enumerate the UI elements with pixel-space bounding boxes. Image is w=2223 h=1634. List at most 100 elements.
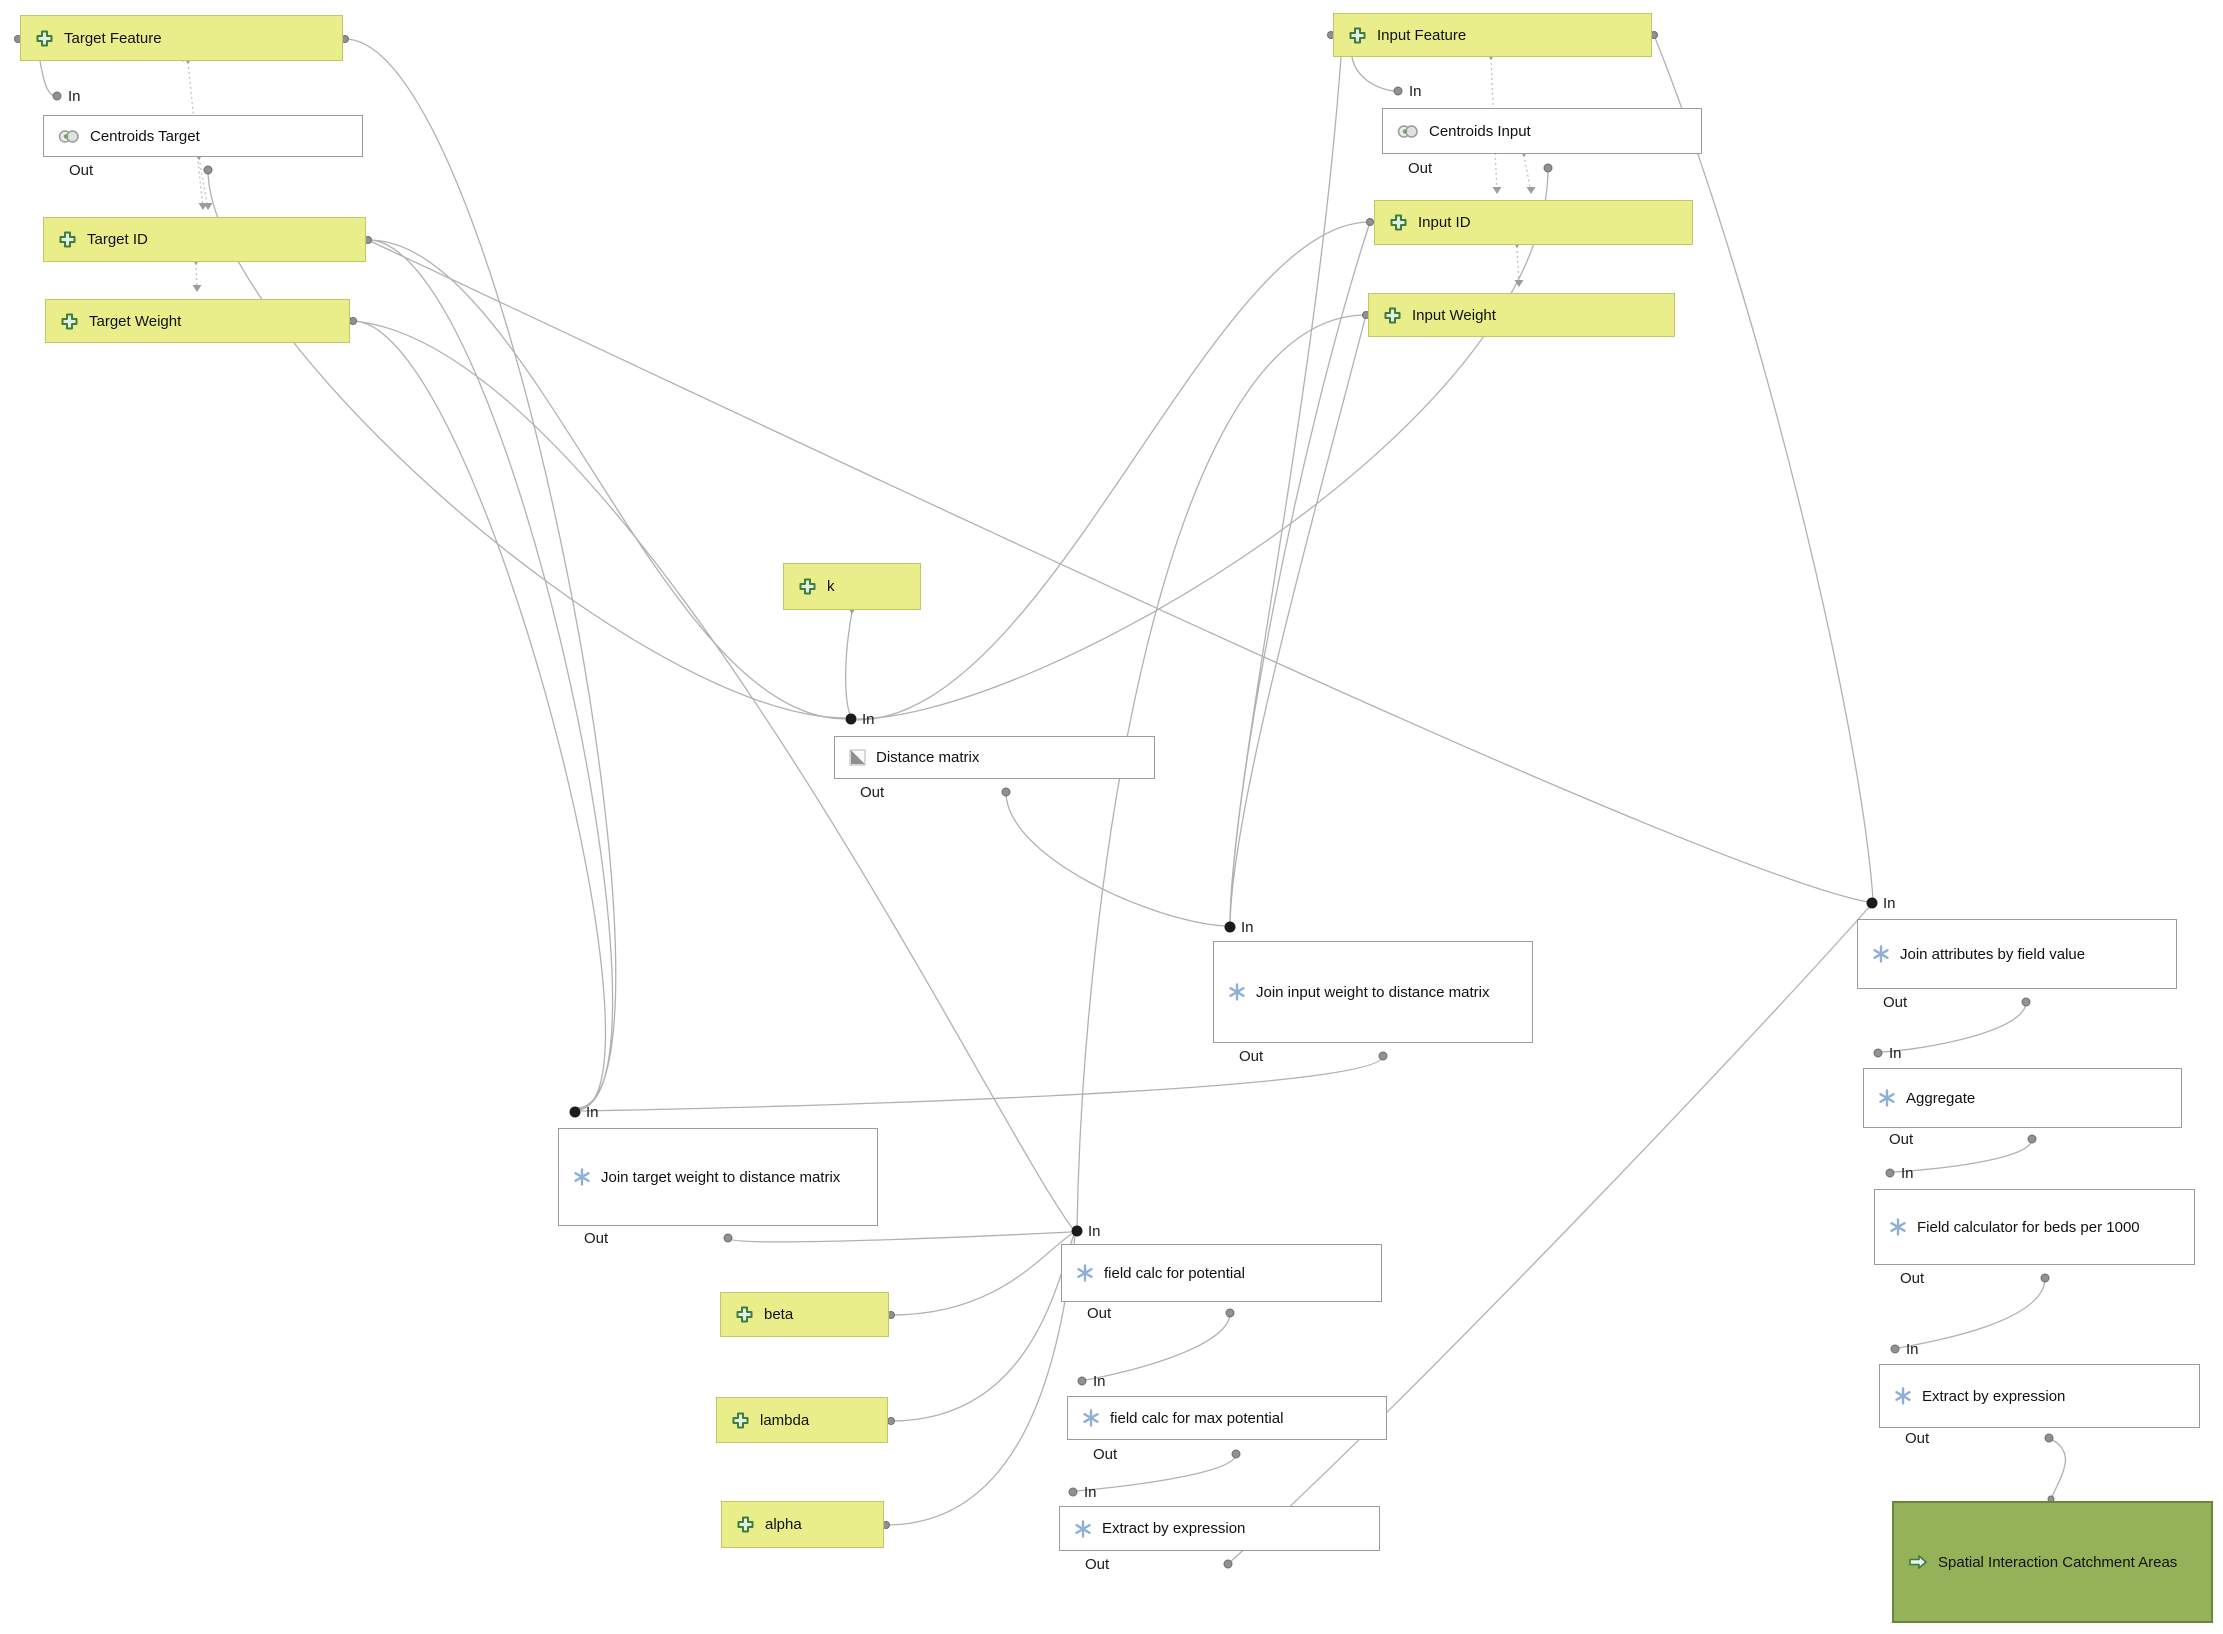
centroids_input-out-port[interactable] xyxy=(1543,163,1553,173)
algorithm-snowflake-icon xyxy=(1074,1519,1092,1538)
node-field_calc_beds[interactable]: Field calculator for beds per 1000 xyxy=(1874,1189,2195,1265)
algorithm-snowflake-icon xyxy=(1082,1409,1100,1427)
field_calc_beds-in-port[interactable] xyxy=(1885,1168,1895,1178)
edge-input_feature-centroids_input xyxy=(1351,56,1397,92)
node-k[interactable]: k xyxy=(783,563,921,610)
centroids_target-out-port[interactable] xyxy=(203,165,213,175)
field_calc_beds-in-label: In xyxy=(1901,1165,1914,1182)
node-centroids_input[interactable]: Centroids Input xyxy=(1382,108,1702,154)
target_weight-socket[interactable] xyxy=(349,317,357,325)
aggregate-in-label: In xyxy=(1889,1045,1902,1062)
node-extract_mid[interactable]: Extract by expression xyxy=(1059,1506,1380,1551)
node-label: Target Feature xyxy=(64,29,162,47)
parameter-plus-icon xyxy=(798,577,817,596)
parameter-plus-icon xyxy=(35,29,54,48)
parameter-plus-icon xyxy=(60,312,79,331)
node-target_feature[interactable]: Target Feature xyxy=(20,15,343,61)
join_attributes-in-label: In xyxy=(1883,895,1896,912)
centroids_input-in-label: In xyxy=(1409,83,1422,100)
distance_matrix-out-port[interactable] xyxy=(1001,787,1011,797)
node-centroids_target[interactable]: Centroids Target xyxy=(43,115,363,157)
extract_right-out-port[interactable] xyxy=(2044,1433,2054,1443)
node-field_calc_potential[interactable]: field calc for potential xyxy=(1061,1244,1382,1302)
output-arrow-icon xyxy=(1908,1554,1928,1570)
node-label: Input Weight xyxy=(1412,306,1496,324)
field_calc_potential-in-port[interactable] xyxy=(1071,1225,1083,1237)
edge-join_attributes-aggregate xyxy=(1880,1001,2027,1053)
join_attributes-out-label: Out xyxy=(1883,994,1908,1011)
join_input_weight-in-port[interactable] xyxy=(1224,921,1236,933)
centroids-icon xyxy=(58,129,80,144)
node-lambda[interactable]: lambda xyxy=(716,1397,888,1443)
edge-join_input_weight-join_target_weight xyxy=(580,1055,1384,1112)
centroids_target-out-label: Out xyxy=(69,162,94,179)
node-input_feature[interactable]: Input Feature xyxy=(1333,13,1652,57)
aggregate-in-port[interactable] xyxy=(1873,1048,1883,1058)
node-join_attributes[interactable]: Join attributes by field value xyxy=(1857,919,2177,989)
node-extract_right[interactable]: Extract by expression xyxy=(1879,1364,2200,1428)
aggregate-out-port[interactable] xyxy=(2027,1134,2037,1144)
aggregate-out-label: Out xyxy=(1889,1131,1914,1148)
node-label: Input ID xyxy=(1418,214,1471,231)
algorithm-snowflake-icon xyxy=(1872,945,1890,963)
node-distance_matrix[interactable]: Distance matrix xyxy=(834,736,1155,779)
edge-field_calc_potential-field_calc_max xyxy=(1084,1312,1231,1381)
parameter-plus-icon xyxy=(1348,26,1367,45)
node-output[interactable]: Spatial Interaction Catchment Areas xyxy=(1892,1501,2213,1623)
node-join_input_weight[interactable]: Join input weight to distance matrix xyxy=(1213,941,1533,1043)
field_calc_potential-out-port[interactable] xyxy=(1225,1308,1235,1318)
node-aggregate[interactable]: Aggregate xyxy=(1863,1068,2182,1128)
centroids-icon xyxy=(1397,124,1419,139)
input_id-socket[interactable] xyxy=(1366,218,1374,226)
extract_right-in-port[interactable] xyxy=(1890,1344,1900,1354)
join_input_weight-in-label: In xyxy=(1241,919,1254,936)
algorithm-snowflake-icon xyxy=(1228,983,1246,1001)
edge-target_id-join_target_weight xyxy=(367,239,614,1110)
node-beta[interactable]: beta xyxy=(720,1292,889,1337)
edge-aggregate-field_calc_beds xyxy=(1892,1138,2033,1173)
extract_right-out-label: Out xyxy=(1905,1430,1930,1447)
down-arrow-icon xyxy=(1526,187,1536,194)
edge-alpha-field_calc_potential xyxy=(885,1235,1076,1526)
edge-lambda-field_calc_potential xyxy=(890,1233,1075,1422)
node-join_target_weight[interactable]: Join target weight to distance matrix xyxy=(558,1128,878,1226)
edge-input_weight-field_calc_potential xyxy=(1076,314,1367,1228)
dependency-link-centroids_target-target_id xyxy=(198,157,209,210)
down-arrow-icon xyxy=(192,285,202,292)
node-input_id[interactable]: Input ID xyxy=(1374,200,1693,245)
centroids_target-in-port[interactable] xyxy=(52,91,62,101)
algorithm-snowflake-icon xyxy=(1889,1218,1907,1236)
node-field_calc_max[interactable]: field calc for max potential xyxy=(1067,1396,1387,1440)
join_input_weight-out-port[interactable] xyxy=(1378,1051,1388,1061)
join_attributes-out-port[interactable] xyxy=(2021,997,2031,1007)
field_calc_max-out-port[interactable] xyxy=(1231,1449,1241,1459)
join_attributes-in-port[interactable] xyxy=(1866,897,1878,909)
node-label: Aggregate xyxy=(1906,1089,1976,1107)
node-label: Join input weight to distance matrix xyxy=(1256,983,1490,1001)
extract_mid-out-port[interactable] xyxy=(1223,1559,1233,1569)
edge-field_calc_max-extract_mid xyxy=(1075,1453,1237,1492)
field_calc_max-in-port[interactable] xyxy=(1077,1376,1087,1386)
lambda-socket[interactable] xyxy=(887,1417,895,1425)
node-input_weight[interactable]: Input Weight xyxy=(1368,293,1675,337)
edge-target_feature-join_target_weight xyxy=(344,38,617,1109)
node-target_id[interactable]: Target ID xyxy=(43,217,366,262)
extract_mid-in-port[interactable] xyxy=(1068,1487,1078,1497)
edge-target_weight-field_calc_potential xyxy=(352,320,1074,1230)
node-alpha[interactable]: alpha xyxy=(721,1501,884,1548)
node-target_weight[interactable]: Target Weight xyxy=(45,299,350,343)
edge-target_feature-centroids_target xyxy=(39,60,56,97)
join_target_weight-out-port[interactable] xyxy=(723,1233,733,1243)
node-label: Centroids Target xyxy=(90,127,200,145)
field_calc_max-in-label: In xyxy=(1093,1373,1106,1390)
join_target_weight-in-port[interactable] xyxy=(569,1106,581,1118)
node-label: Extract by expression xyxy=(1102,1520,1246,1537)
parameter-plus-icon xyxy=(736,1515,755,1534)
edge-extract_right-output xyxy=(2048,1437,2067,1500)
distance_matrix-in-port[interactable] xyxy=(845,713,857,725)
centroids_input-in-port[interactable] xyxy=(1393,86,1403,96)
field_calc_beds-out-port[interactable] xyxy=(2040,1273,2050,1283)
node-label: field calc for max potential xyxy=(1110,1409,1284,1427)
